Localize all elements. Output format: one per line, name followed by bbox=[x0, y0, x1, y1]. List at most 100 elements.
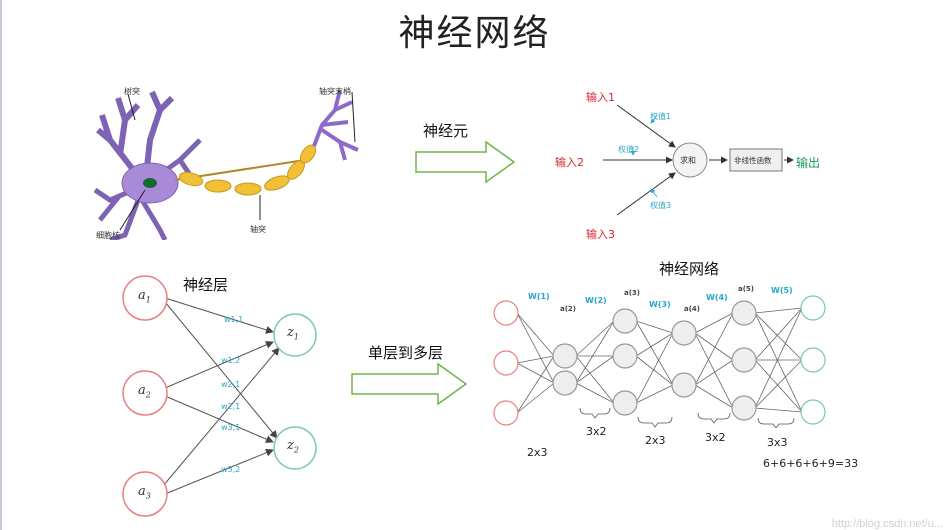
network-edge bbox=[635, 320, 674, 334]
network-edge bbox=[516, 312, 555, 384]
dimension-brace bbox=[697, 412, 731, 424]
perceptron-diagram bbox=[603, 104, 794, 216]
layer-weight-w12: w1,2 bbox=[221, 356, 241, 365]
network-node bbox=[731, 300, 757, 326]
perceptron-output: 输出 bbox=[796, 156, 821, 170]
network-edge bbox=[754, 307, 803, 314]
network-edge bbox=[635, 320, 674, 386]
network-edge bbox=[694, 332, 734, 361]
network-node bbox=[671, 372, 697, 398]
network-weight-5: W(5) bbox=[771, 286, 793, 295]
network-edge bbox=[575, 355, 615, 404]
network-edge bbox=[694, 312, 734, 334]
axon-label: 轴突 bbox=[250, 225, 266, 234]
network-edge bbox=[516, 362, 555, 384]
network-edge bbox=[754, 307, 803, 409]
layer-weight-w31: w3,1 bbox=[221, 423, 241, 432]
network-edge bbox=[575, 320, 615, 357]
page-title: 神经网络 bbox=[398, 13, 551, 54]
perceptron-sum-node: 求和 bbox=[680, 156, 696, 165]
network-dim-5: 3x3 bbox=[767, 436, 788, 449]
network-node bbox=[493, 350, 519, 376]
perceptron-weight-3: 权值3 bbox=[650, 201, 672, 210]
network-edge bbox=[754, 359, 803, 413]
network-dim-1: 2x3 bbox=[527, 446, 548, 459]
network-dim-2: 3x2 bbox=[586, 425, 607, 438]
network-edge bbox=[694, 384, 734, 409]
network-node bbox=[671, 320, 697, 346]
network-edge bbox=[635, 355, 674, 386]
layer-weight-w21-a: w2,1 bbox=[221, 380, 241, 389]
dimension-brace bbox=[637, 416, 673, 428]
network-node bbox=[612, 390, 638, 416]
network-node bbox=[731, 395, 757, 421]
network-weight-4: W(4) bbox=[706, 293, 728, 302]
network-activation-4: a(4) bbox=[684, 305, 700, 313]
perceptron-nonlinear-box: 非线性函数 bbox=[734, 156, 772, 165]
dendrite-label: 树突 bbox=[124, 87, 140, 96]
network-node bbox=[731, 347, 757, 373]
neuron-arrow-label: 神经元 bbox=[423, 122, 469, 140]
network-activation-2: a(2) bbox=[560, 305, 576, 313]
layer-input-a2: a2 bbox=[138, 383, 151, 400]
network-edge bbox=[575, 320, 615, 384]
network-edge bbox=[516, 382, 555, 414]
layer-output-z2: z2 bbox=[287, 438, 299, 455]
nucleus-label: 细胞核 bbox=[96, 231, 120, 240]
layer-input-a1: a1 bbox=[138, 288, 151, 305]
network-edge bbox=[754, 407, 803, 413]
dimension-brace bbox=[757, 417, 795, 428]
network-dim-3: 2x3 bbox=[645, 434, 666, 447]
network-edge bbox=[694, 312, 734, 386]
network-node bbox=[552, 343, 578, 369]
network-node bbox=[552, 370, 578, 396]
network-edge bbox=[575, 355, 615, 384]
network-edge bbox=[516, 355, 555, 414]
network-node bbox=[612, 343, 638, 369]
network-edge bbox=[754, 312, 803, 413]
network-edge bbox=[516, 312, 555, 357]
layer-title: 神经层 bbox=[183, 276, 229, 294]
network-node bbox=[800, 347, 826, 373]
single-to-multi-arrow-label: 单层到多层 bbox=[368, 344, 444, 362]
watermark: http://blog.csdn.net/u... bbox=[831, 518, 943, 530]
network-edge bbox=[754, 359, 803, 409]
dimension-brace bbox=[579, 407, 611, 419]
axon-terminal-label: 轴突末梢 bbox=[319, 87, 351, 96]
network-activation-5: a(5) bbox=[738, 285, 754, 293]
network-edge bbox=[635, 384, 674, 404]
network-edge bbox=[694, 359, 734, 386]
single-to-multi-arrow-icon bbox=[351, 362, 468, 406]
network-node bbox=[493, 300, 519, 326]
neural-layer-diagram bbox=[122, 275, 317, 517]
network-param-sum: 6+6+6+6+9=33 bbox=[763, 457, 859, 470]
layer-input-a3: a3 bbox=[138, 484, 151, 501]
network-weight-2: W(2) bbox=[585, 296, 607, 305]
network-node bbox=[612, 308, 638, 334]
network-node bbox=[800, 295, 826, 321]
network-dim-4: 3x2 bbox=[705, 431, 726, 444]
network-edge bbox=[575, 382, 615, 404]
layer-weight-w32: w3,2 bbox=[221, 465, 241, 474]
layer-output-z1: z1 bbox=[287, 325, 299, 342]
left-border bbox=[0, 0, 2, 530]
perceptron-weight-1: 权值1 bbox=[650, 112, 672, 121]
perceptron-input-2: 输入2 bbox=[555, 156, 584, 169]
network-node bbox=[493, 400, 519, 426]
network-edge bbox=[754, 307, 803, 361]
network-edge bbox=[754, 312, 803, 361]
network-edge bbox=[694, 332, 734, 409]
network-edge bbox=[516, 355, 555, 364]
layer-weight-w11: w1,1 bbox=[224, 315, 244, 324]
perceptron-input-3: 输入3 bbox=[586, 228, 615, 241]
network-title: 神经网络 bbox=[659, 260, 720, 278]
network-activation-3: a(3) bbox=[624, 289, 640, 297]
layer-weight-w21-b: w2,1 bbox=[221, 402, 241, 411]
biological-neuron-illustration bbox=[93, 89, 359, 240]
network-diagram bbox=[493, 295, 826, 428]
network-edge bbox=[635, 332, 674, 357]
network-node bbox=[800, 399, 826, 425]
network-weight-1: W(1) bbox=[528, 292, 550, 301]
network-edge bbox=[635, 332, 674, 404]
network-weight-3: W(3) bbox=[649, 300, 671, 309]
